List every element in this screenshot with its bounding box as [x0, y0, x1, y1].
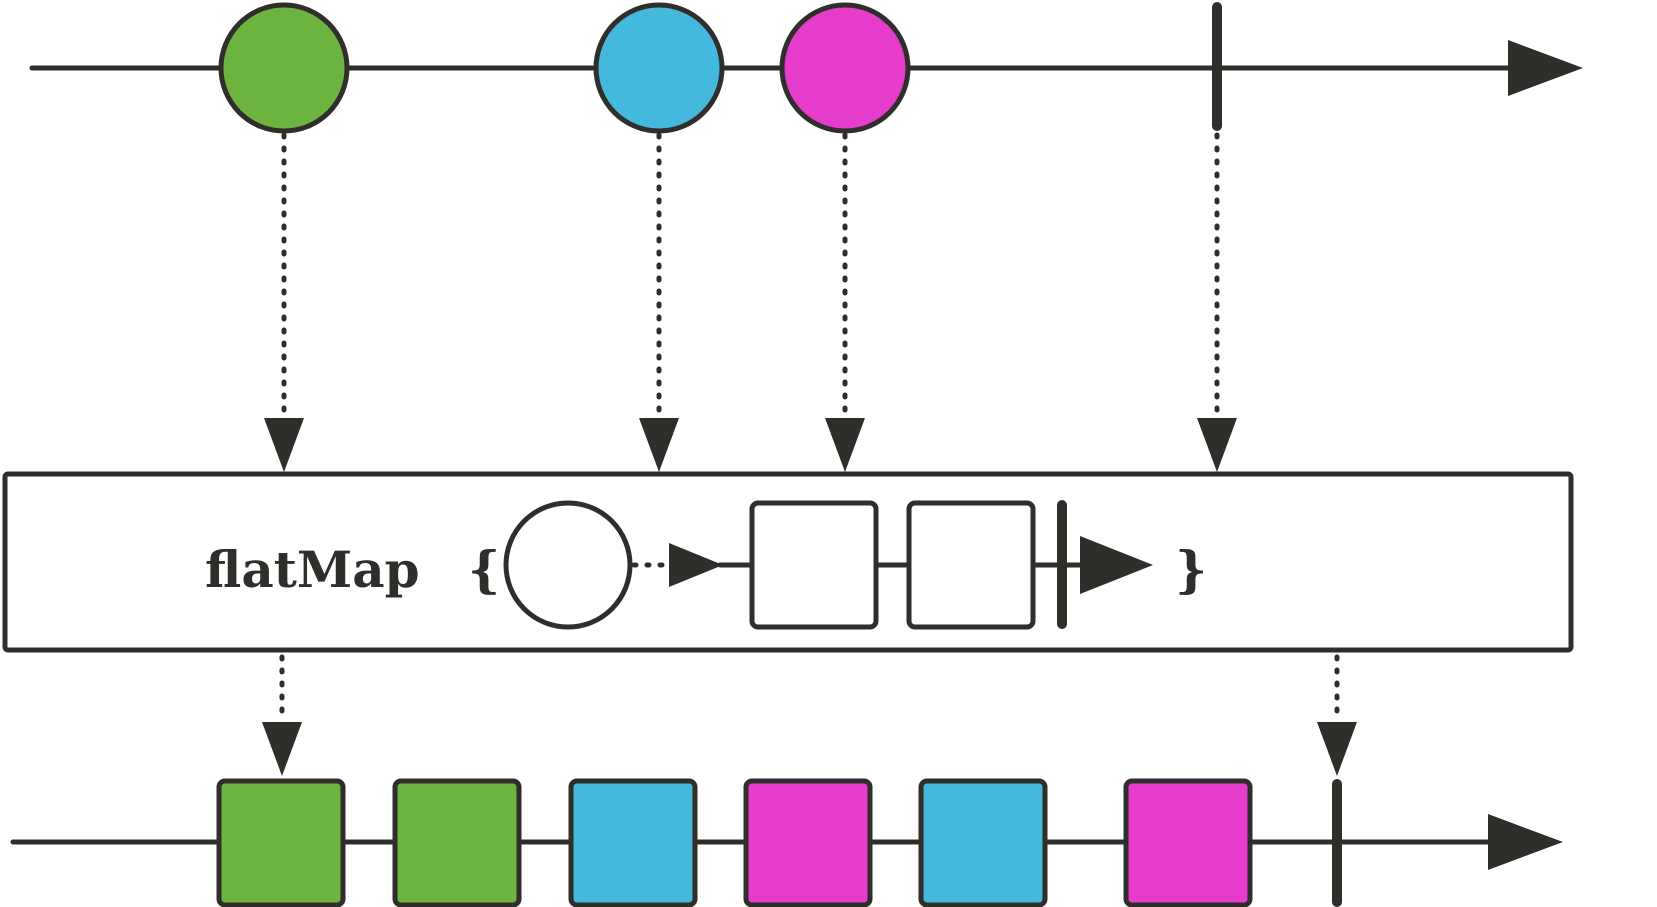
output-item-cyan — [918, 778, 1048, 907]
inner-timeline-arrowhead — [1080, 536, 1153, 594]
connector-arrowhead — [639, 418, 679, 472]
operator-open-brace: { — [468, 540, 500, 599]
connector-arrowhead — [1317, 722, 1357, 776]
output-item-green — [392, 778, 522, 907]
operator-box: flatMap { } — [2, 471, 1574, 653]
input-item-green — [218, 2, 350, 134]
connector-arrowhead — [262, 722, 302, 776]
operator-name: flatMap — [205, 540, 420, 599]
input-item-cyan — [593, 2, 725, 134]
connector-arrowhead — [1197, 418, 1237, 472]
output-item-magenta — [1123, 778, 1253, 907]
output-item-green — [216, 778, 346, 907]
inner-output-square — [906, 500, 1036, 630]
output-timeline — [10, 778, 1563, 907]
output-timeline-arrowhead — [1488, 814, 1563, 870]
connector-arrowhead — [825, 418, 865, 472]
operator-to-output-connectors — [262, 654, 1357, 776]
input-timeline-arrowhead — [1508, 40, 1583, 96]
inner-source-circle — [503, 500, 633, 630]
inner-arrowhead — [669, 543, 723, 587]
connector-arrowhead — [264, 418, 304, 472]
input-timeline — [29, 2, 1583, 134]
output-item-magenta — [743, 778, 873, 907]
input-item-magenta — [779, 2, 911, 134]
operator-close-brace: } — [1175, 540, 1207, 599]
output-item-cyan — [568, 778, 698, 907]
inner-output-square — [749, 500, 879, 630]
input-to-operator-connectors — [264, 132, 1237, 472]
